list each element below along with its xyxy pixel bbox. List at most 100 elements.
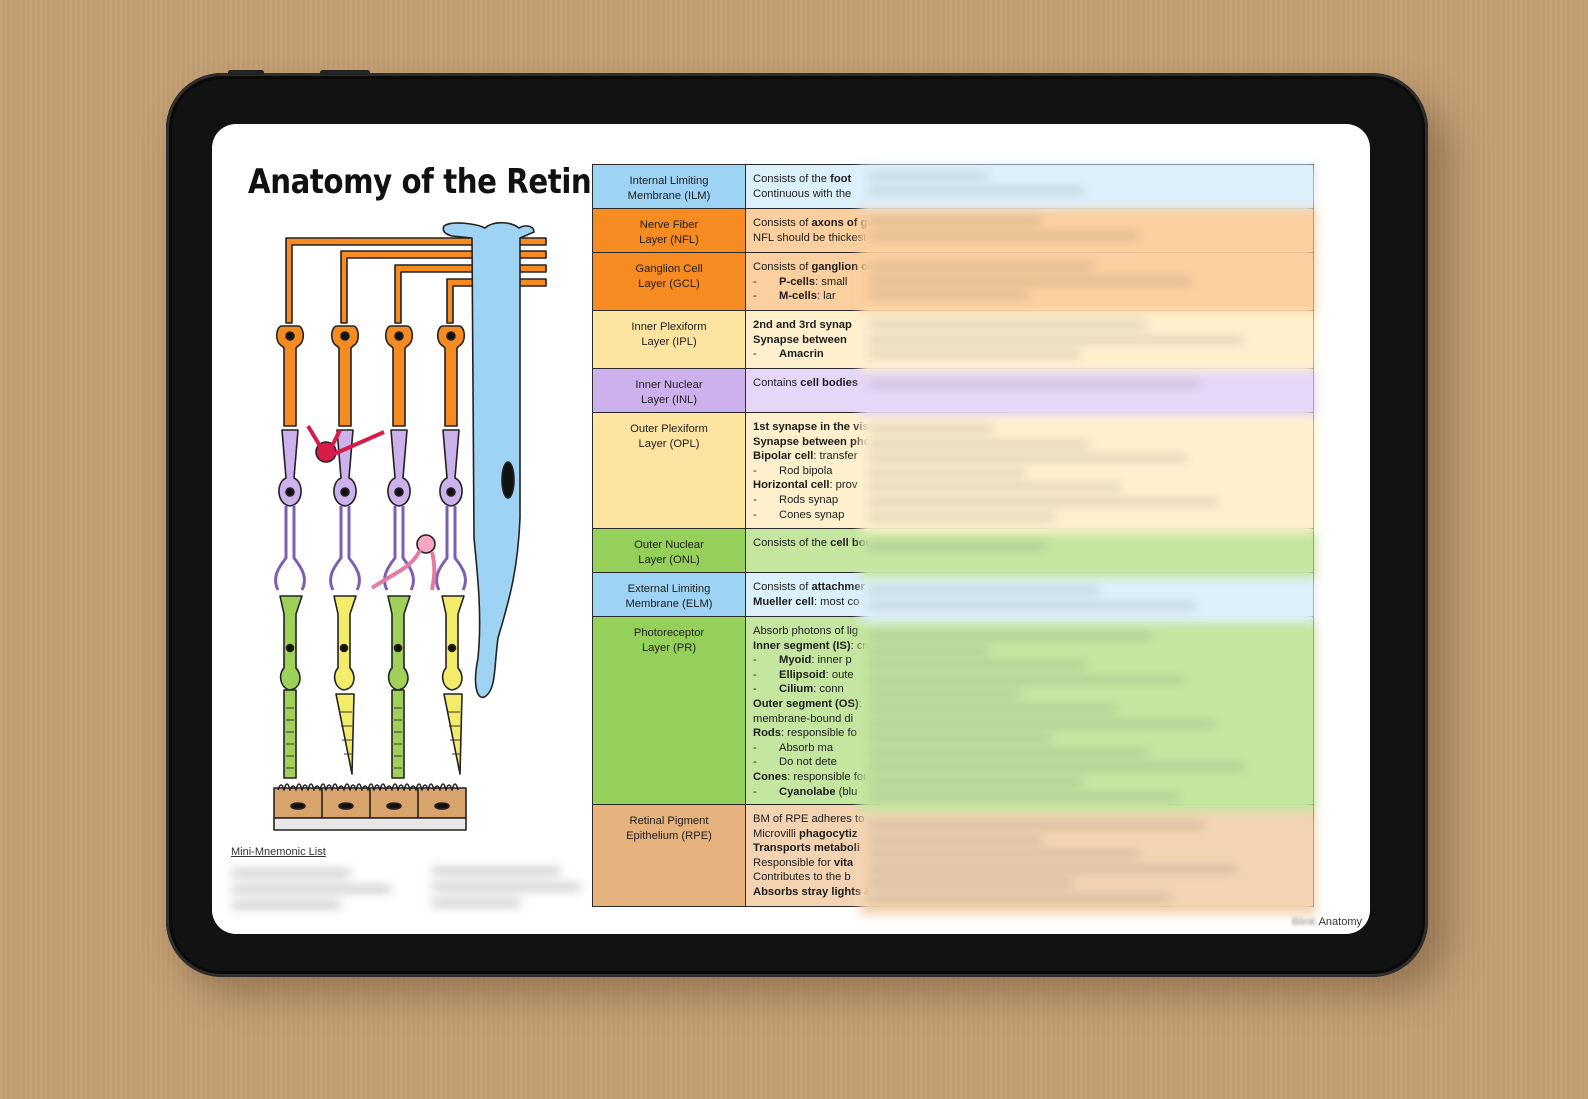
- description-line: Synapse between: [753, 333, 869, 348]
- blurred-text-line: [868, 337, 1244, 342]
- description-line: Consists of the foot: [753, 172, 869, 187]
- mueller-cell: [442, 221, 535, 699]
- description-line: Contributes to the b: [753, 870, 869, 885]
- plain-text: : oute: [825, 668, 854, 681]
- plain-text: Contributes to the b: [753, 871, 851, 884]
- bold-term: foot: [830, 173, 852, 185]
- description-line: Bipolar cell: transfer: [753, 449, 869, 464]
- blurred-band: [860, 534, 1316, 578]
- blurred-text-line: [868, 500, 1218, 504]
- plain-text: Cones synap: [779, 508, 845, 521]
- description-line: Rod bipola: [753, 464, 869, 479]
- plain-text: BM of RPE adheres to: [753, 813, 865, 825]
- description-line: Horizontal cell: prov: [753, 478, 869, 493]
- description-line: Ellipsoid: oute: [753, 668, 869, 683]
- blurred-text-line: [868, 544, 1046, 548]
- blurred-text-line: [868, 441, 1090, 446]
- blurred-band: [860, 579, 1316, 623]
- bold-term: Synapse between: [753, 333, 847, 346]
- description-line: Cones: responsible for p: [753, 770, 869, 785]
- bold-term: Inner segment (IS): [753, 639, 851, 652]
- plain-text: : most co: [813, 595, 860, 608]
- description-line: Cyanolabe (blu: [753, 785, 869, 800]
- mnemonic-list-link[interactable]: Mini-Mnemonic List: [231, 846, 326, 858]
- description-line: Contains cell bodies: [753, 376, 869, 391]
- blurred-text-line: [868, 677, 1183, 682]
- plain-text: (blu: [835, 785, 858, 798]
- layer-name-line: Photoreceptor: [633, 627, 705, 639]
- description-line: Rods synap: [753, 493, 869, 508]
- layer-name-line: Inner Plexiform: [631, 321, 707, 333]
- plain-text: : responsible for p: [787, 770, 869, 783]
- description-line: Absorb photons of lig: [753, 624, 869, 639]
- layer-name-line: Nerve Fiber: [639, 219, 699, 231]
- plain-text: : small: [815, 275, 848, 288]
- blurred-band: [860, 813, 1316, 915]
- description-line: Cones synap: [753, 508, 869, 523]
- blurred-content-overlay: [860, 160, 1316, 915]
- layer-name-line: External Limiting: [627, 583, 711, 595]
- description-line: Consists of axons of gangl: [753, 216, 869, 231]
- blurred-text-line: [868, 470, 1024, 475]
- layer-name-line: Layer (PR): [641, 641, 697, 654]
- description-line: Responsible for vita: [753, 856, 869, 871]
- bold-term: Mueller cell: [753, 595, 814, 608]
- blurred-text-line: [868, 188, 1085, 193]
- blurred-text-line: [868, 514, 1055, 519]
- blurred-band: [860, 417, 1316, 533]
- retinal-pigment-epithelium: [273, 783, 467, 831]
- blurred-text-line: [868, 780, 1082, 784]
- plain-text: : prov: [829, 479, 858, 492]
- description-line: Mueller cell: most co: [753, 595, 869, 610]
- blurred-text-line: [868, 233, 1138, 238]
- blurred-text-line: [868, 485, 1121, 490]
- plain-text: Do not dete: [779, 756, 837, 769]
- bold-term: attachmer: [811, 581, 865, 593]
- bold-term: cell bodies: [800, 377, 859, 389]
- plain-text: Consists of the: [753, 537, 831, 549]
- bold-term: phagocytiz: [799, 827, 858, 840]
- blurred-text-line: [868, 852, 1139, 857]
- description-line: P-cells: small: [753, 275, 869, 290]
- bold-term: ganglion cell b: [811, 261, 869, 273]
- blurred-text-line: [868, 648, 989, 653]
- plain-text: Absorb photons of lig: [753, 625, 859, 637]
- description-line: Rods: responsible fo: [753, 726, 869, 741]
- layer-name-line: Outer Nuclear: [634, 539, 704, 551]
- plain-text: : lar: [816, 290, 836, 303]
- plain-text: Absorb ma: [779, 741, 834, 754]
- plain-text: Continuous with the: [753, 187, 852, 200]
- blurred-text-line: [868, 837, 1042, 842]
- layer-name-line: Internal Limiting: [629, 175, 709, 187]
- plain-text: Responsible for: [753, 856, 834, 869]
- bold-term: Synapse between pho: [753, 435, 869, 448]
- description-line: BM of RPE adheres to: [753, 812, 869, 827]
- plain-text: Consists of: [753, 217, 812, 229]
- bold-term: Ellipsoid: [779, 668, 826, 681]
- plain-text: Consists of the: [753, 173, 831, 185]
- blurred-band: [860, 624, 1316, 812]
- description-line: Consists of attachmer: [753, 580, 869, 595]
- blurred-text-line: [868, 794, 1179, 799]
- description-line: Synapse between pho: [753, 435, 869, 450]
- mueller-nucleus: [501, 461, 515, 499]
- layer-name-line: Epithelium (RPE): [626, 829, 712, 842]
- layer-name-line: Layer (NFL): [639, 233, 699, 246]
- blurred-notes: [231, 864, 581, 926]
- plain-text: : responsible fo: [780, 727, 857, 740]
- blurred-text-line: [868, 382, 1200, 386]
- plain-text: Contains: [753, 377, 801, 389]
- plain-text: Rod bipola: [779, 464, 833, 477]
- blurred-text-line: [868, 721, 1214, 726]
- layer-name-line: Layer (IPL): [641, 335, 697, 348]
- plain-text: Rods synap: [779, 493, 839, 506]
- blurred-text-line: [868, 174, 988, 178]
